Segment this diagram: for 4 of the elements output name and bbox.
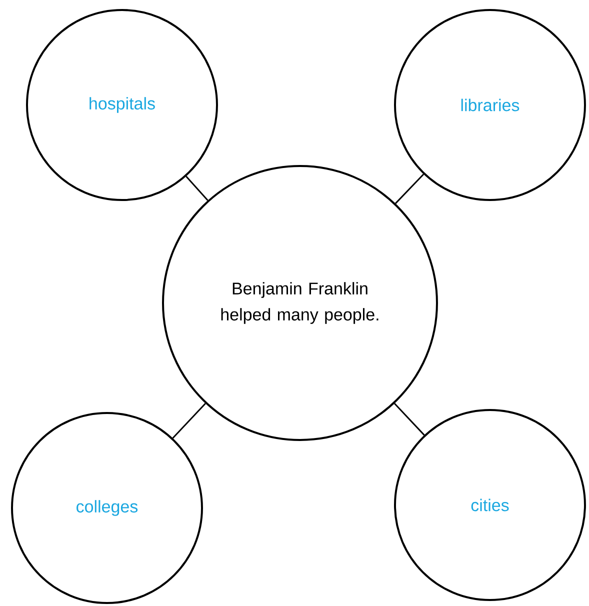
connector-line	[394, 403, 425, 436]
connector-line	[172, 402, 206, 439]
connector-line	[395, 174, 424, 204]
connector-line	[186, 176, 208, 201]
